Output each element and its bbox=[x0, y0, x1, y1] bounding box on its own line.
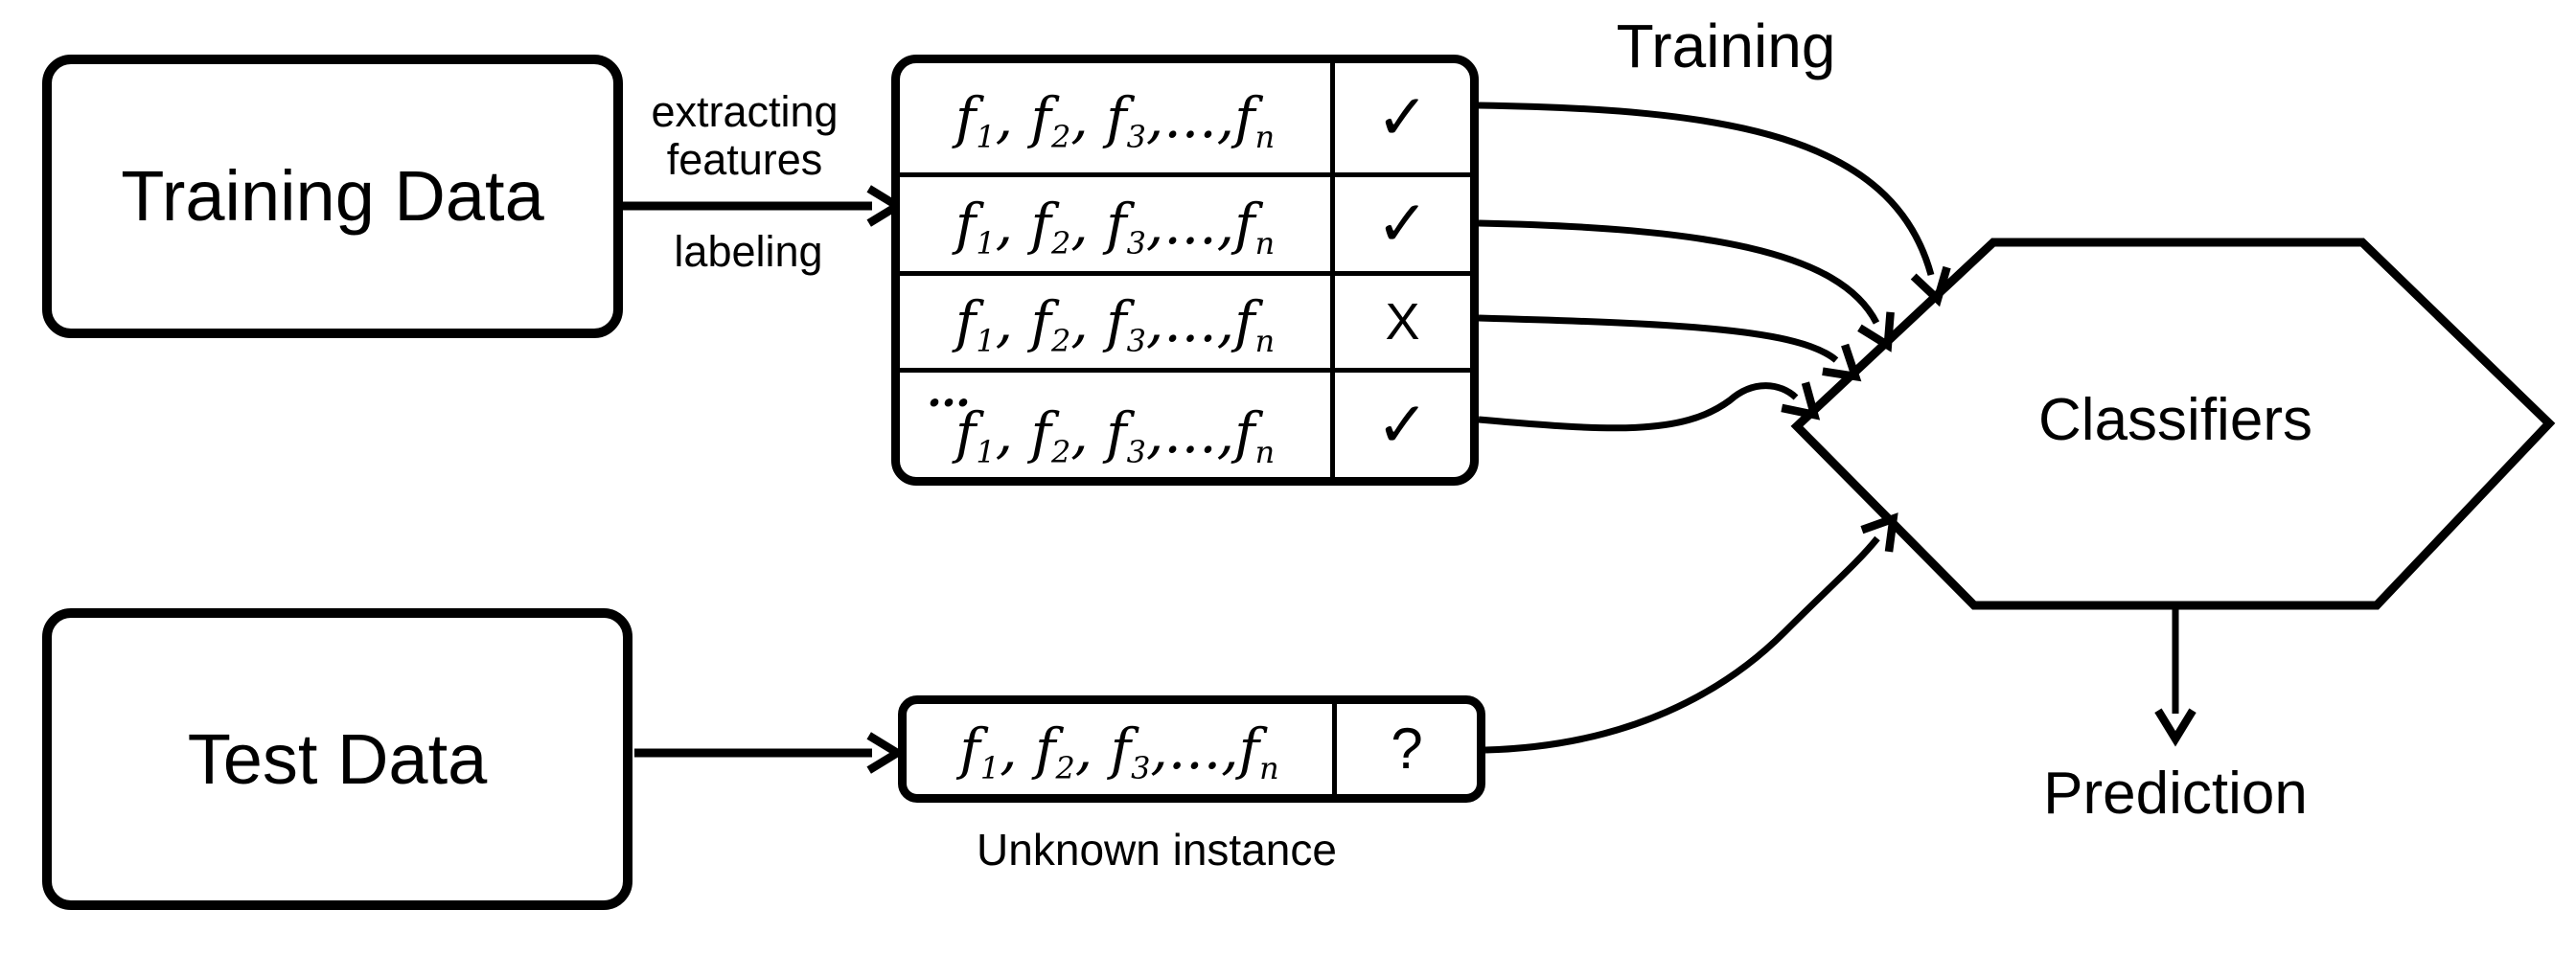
extract-features-line2: features bbox=[666, 135, 823, 184]
unknown-instance-caption: Unknown instance bbox=[977, 825, 1337, 875]
feature-cell: f1, f2, f3,...,fn bbox=[900, 63, 1330, 172]
classifiers-hexagon bbox=[1790, 238, 2556, 610]
check-mark: ✓ bbox=[1375, 80, 1430, 154]
feature-row-text: f1, f2, f3,...,fn bbox=[954, 399, 1276, 470]
label-cell: X bbox=[1330, 276, 1470, 368]
feature-row-text: f1, f2, f3,...,fn bbox=[954, 85, 1276, 156]
feature-cell: f1, f2, f3,...,fn bbox=[907, 704, 1332, 794]
table-row: … f1, f2, f3,...,fn ✓ bbox=[900, 368, 1470, 477]
training-curve-2 bbox=[1478, 219, 1895, 352]
table-row: f1, f2, f3,...,fn X bbox=[900, 271, 1470, 368]
feature-cell: … f1, f2, f3,...,fn bbox=[900, 369, 1330, 477]
training-flow-caption: Training bbox=[1616, 11, 1836, 80]
prediction-label: Prediction bbox=[2043, 761, 2308, 827]
training-curve-1 bbox=[1478, 102, 1951, 307]
feature-row-text: f1, f2, f3,...,fn bbox=[959, 716, 1279, 787]
more-rows-ellipsis: … bbox=[927, 365, 975, 417]
training-curve-4 bbox=[1478, 381, 1821, 432]
label-cell: ✓ bbox=[1330, 177, 1470, 271]
labeling-caption: labeling bbox=[674, 227, 823, 276]
table-row: f1, f2, f3,...,fn ✓ bbox=[900, 63, 1470, 172]
unknown-instance-row: f1, f2, f3,...,fn ? bbox=[898, 695, 1485, 803]
feature-cell: f1, f2, f3,...,fn bbox=[900, 177, 1330, 271]
feature-cell: f1, f2, f3,...,fn bbox=[900, 276, 1330, 368]
table-row: f1, f2, f3,...,fn ✓ bbox=[900, 172, 1470, 271]
test-data-box: Test Data bbox=[42, 608, 632, 910]
training-curve-3 bbox=[1478, 314, 1862, 382]
extract-features-caption: extracting features bbox=[651, 88, 838, 184]
feature-row-text: f1, f2, f3,...,fn bbox=[954, 289, 1276, 360]
check-mark: ✓ bbox=[1375, 387, 1430, 462]
label-cell: ✓ bbox=[1330, 373, 1470, 477]
training-data-label: Training Data bbox=[121, 156, 544, 236]
check-mark: ✓ bbox=[1375, 187, 1430, 261]
unknown-instance-curve bbox=[1484, 512, 1898, 754]
extract-features-line1: extracting bbox=[651, 87, 839, 136]
training-data-box: Training Data bbox=[42, 55, 623, 338]
label-cell: ? bbox=[1332, 704, 1477, 794]
test-data-label: Test Data bbox=[187, 718, 488, 799]
question-mark: ? bbox=[1391, 716, 1423, 781]
label-cell: ✓ bbox=[1330, 63, 1470, 172]
feature-table: f1, f2, f3,...,fn ✓ f1, f2, f3,...,fn ✓ … bbox=[891, 55, 1479, 486]
classifiers-label: Classifiers bbox=[2038, 387, 2312, 453]
row-column-divider bbox=[1332, 704, 1337, 794]
feature-row-text: f1, f2, f3,...,fn bbox=[954, 192, 1276, 262]
table-column-divider bbox=[1330, 63, 1335, 477]
x-mark: X bbox=[1385, 293, 1420, 351]
